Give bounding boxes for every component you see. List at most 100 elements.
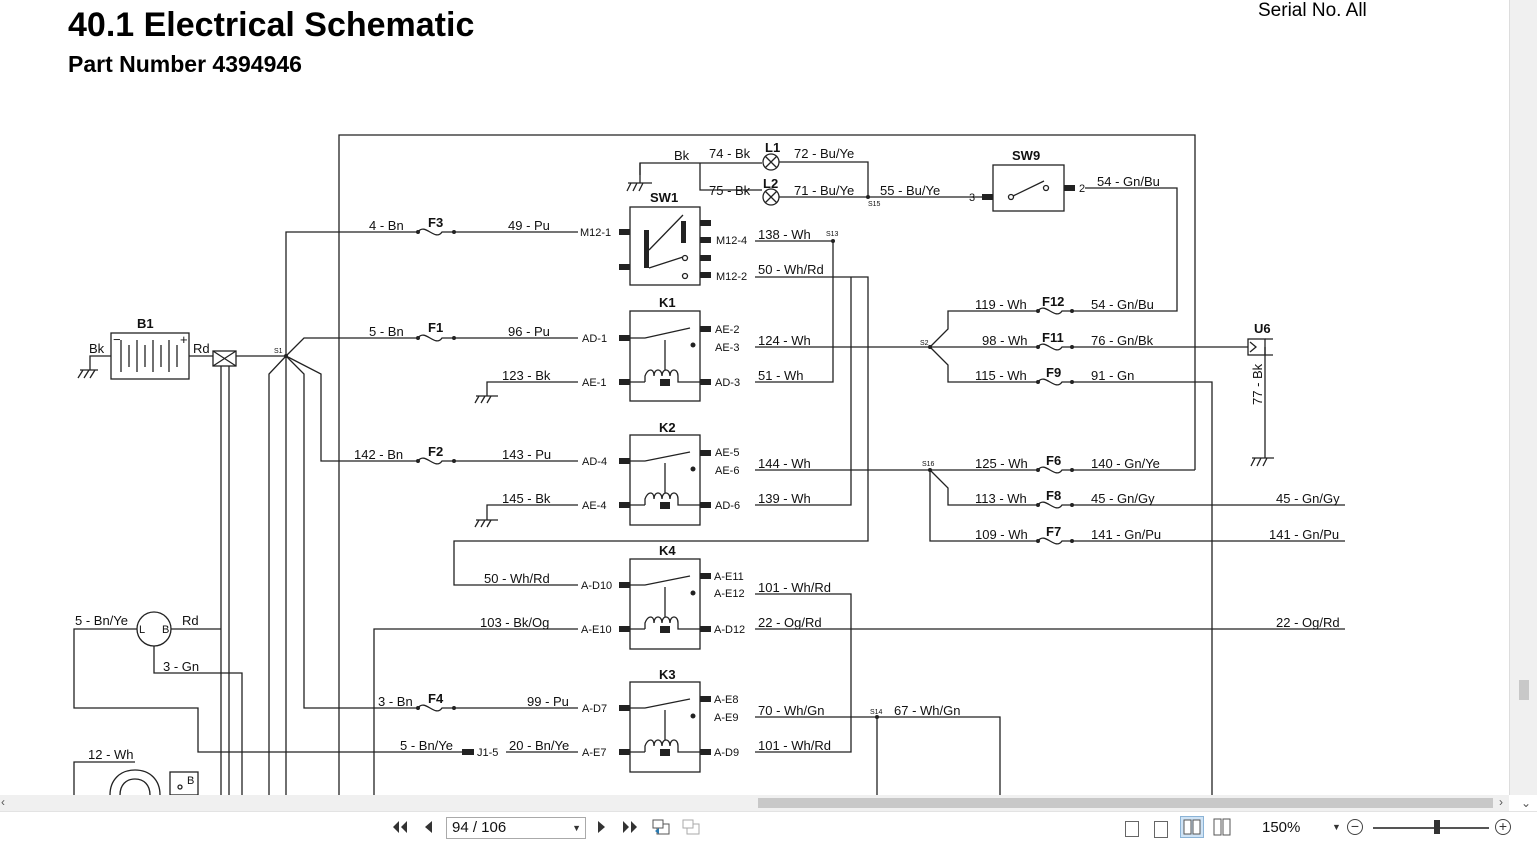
svg-text:72 - Bu/Ye: 72 - Bu/Ye — [794, 146, 854, 161]
continuous-view-icon[interactable] — [1154, 821, 1168, 838]
svg-text:F12: F12 — [1042, 294, 1064, 309]
scroll-left-icon[interactable]: ‹ — [1, 795, 5, 809]
svg-text:22 - Og/Rd: 22 - Og/Rd — [1276, 615, 1340, 630]
svg-text:3 - Bn: 3 - Bn — [378, 694, 413, 709]
svg-text:125 - Wh: 125 - Wh — [975, 456, 1028, 471]
svg-text:M12-1: M12-1 — [580, 227, 611, 239]
svg-text:12 - Wh: 12 - Wh — [88, 747, 134, 762]
ignition-switch: B — [109, 769, 199, 795]
facing-view-button[interactable] — [1180, 816, 1204, 838]
svg-text:3: 3 — [969, 192, 975, 204]
scroll-right-icon[interactable]: › — [1499, 795, 1503, 809]
svg-text:98 - Wh: 98 - Wh — [982, 333, 1028, 348]
scroll-down-icon[interactable]: ⌄ — [1521, 796, 1532, 810]
b1-label: B1 — [137, 316, 154, 331]
viewer-toolbar: 94 / 106 ▼ 150% ▼ − + — [0, 811, 1537, 843]
svg-text:K3: K3 — [659, 667, 676, 682]
svg-text:67 - Wh/Gn: 67 - Wh/Gn — [894, 703, 960, 718]
zoom-slider[interactable] — [1373, 827, 1489, 829]
svg-text:B: B — [162, 624, 169, 636]
plus-icon: + — [1498, 818, 1508, 834]
svg-text:75 - Bk: 75 - Bk — [709, 183, 751, 198]
go-back-view-button[interactable] — [650, 816, 672, 838]
zoom-chevron-icon[interactable]: ▼ — [1332, 822, 1341, 832]
svg-text:AE-2: AE-2 — [715, 324, 739, 336]
relay-k3: K3 — [619, 667, 711, 773]
svg-text:AD-4: AD-4 — [582, 456, 607, 468]
vertical-scrollbar[interactable] — [1509, 0, 1537, 795]
electrical-schematic: B1 + − Bk Rd S1 Bk 74 - Bk 75 - Bk L1 — [73, 134, 1345, 795]
back-view-icon — [652, 819, 670, 835]
svg-text:54 - Gn/Bu: 54 - Gn/Bu — [1091, 297, 1154, 312]
svg-text:96 - Pu: 96 - Pu — [508, 324, 550, 339]
svg-text:5 - Bn/Ye: 5 - Bn/Ye — [75, 613, 128, 628]
svg-text:139 - Wh: 139 - Wh — [758, 491, 811, 506]
svg-text:A-E7: A-E7 — [582, 747, 606, 759]
chevron-down-icon: ▼ — [572, 823, 581, 833]
svg-text:K2: K2 — [659, 420, 676, 435]
svg-text:119 - Wh: 119 - Wh — [975, 297, 1027, 312]
svg-text:S1: S1 — [274, 348, 283, 355]
first-page-button[interactable] — [389, 816, 411, 838]
svg-text:123 - Bk: 123 - Bk — [502, 368, 551, 383]
svg-text:SW9: SW9 — [1012, 148, 1040, 163]
page-select[interactable]: 94 / 106 ▼ — [446, 817, 586, 839]
svg-text:138 - Wh: 138 - Wh — [758, 227, 811, 242]
svg-text:K4: K4 — [659, 543, 676, 558]
horizontal-scroll-thumb[interactable] — [758, 798, 1493, 808]
last-page-button[interactable] — [619, 816, 641, 838]
continuous-facing-icon — [1213, 818, 1231, 836]
prev-page-icon — [425, 821, 432, 833]
relay-k2: K2 — [619, 420, 711, 526]
next-page-button[interactable] — [593, 816, 611, 838]
svg-text:+: + — [180, 332, 188, 347]
svg-text:140 - Gn/Ye: 140 - Gn/Ye — [1091, 456, 1160, 471]
svg-text:109 - Wh: 109 - Wh — [975, 527, 1028, 542]
switch-sw1: SW1 — [619, 190, 711, 286]
svg-text:AE-6: AE-6 — [715, 465, 739, 477]
switch-sw9: SW9 3 2 — [969, 148, 1085, 212]
svg-text:M12-2: M12-2 — [716, 271, 747, 283]
go-forward-view-button[interactable] — [680, 816, 702, 838]
part-number: Part Number 4394946 — [68, 51, 302, 77]
single-page-view-icon[interactable] — [1125, 821, 1139, 837]
svg-text:50 - Wh/Rd: 50 - Wh/Rd — [758, 262, 824, 277]
svg-text:54 - Gn/Bu: 54 - Gn/Bu — [1097, 174, 1160, 189]
zoom-slider-thumb[interactable] — [1433, 820, 1440, 834]
svg-text:F11: F11 — [1042, 330, 1064, 345]
continuous-facing-button[interactable] — [1211, 816, 1233, 838]
prev-page-button[interactable] — [419, 816, 437, 838]
svg-text:S15: S15 — [868, 201, 881, 208]
zoom-out-button[interactable]: − — [1347, 819, 1363, 835]
zoom-in-button[interactable]: + — [1495, 819, 1511, 835]
svg-text:L1: L1 — [765, 140, 780, 155]
relay-k1: K1 — [619, 295, 711, 402]
svg-text:L2: L2 — [763, 176, 778, 191]
svg-text:103 - Bk/Og: 103 - Bk/Og — [480, 615, 549, 630]
svg-text:F8: F8 — [1046, 488, 1061, 503]
svg-text:Rd: Rd — [193, 341, 210, 356]
relay-k4: K4 — [619, 543, 711, 650]
svg-text:Bk: Bk — [674, 148, 690, 163]
svg-text:AE-5: AE-5 — [715, 447, 739, 459]
svg-text:113 - Wh: 113 - Wh — [975, 491, 1027, 506]
svg-text:141 - Gn/Pu: 141 - Gn/Pu — [1269, 527, 1339, 542]
vertical-scroll-thumb[interactable] — [1519, 680, 1529, 700]
zoom-value[interactable]: 150% — [1262, 819, 1301, 836]
facing-pages-icon — [1183, 819, 1201, 835]
svg-text:45 - Gn/Gy: 45 - Gn/Gy — [1276, 491, 1340, 506]
svg-text:M12-4: M12-4 — [716, 235, 747, 247]
document-viewport: B1 + − Bk Rd S1 Bk 74 - Bk 75 - Bk L1 — [68, 0, 1367, 795]
svg-text:4 - Bn: 4 - Bn — [369, 218, 404, 233]
svg-text:3 - Gn: 3 - Gn — [163, 659, 199, 674]
svg-text:91 - Gn: 91 - Gn — [1091, 368, 1134, 383]
svg-text:F2: F2 — [428, 444, 443, 459]
svg-text:2: 2 — [1079, 183, 1085, 195]
svg-text:AD-3: AD-3 — [715, 377, 740, 389]
svg-text:50 - Wh/Rd: 50 - Wh/Rd — [484, 571, 550, 586]
lamp-l1: L1 — [762, 140, 780, 171]
svg-text:71 - Bu/Ye: 71 - Bu/Ye — [794, 183, 854, 198]
svg-text:AE-3: AE-3 — [715, 342, 739, 354]
svg-text:A-D10: A-D10 — [581, 580, 612, 592]
horizontal-scrollbar[interactable]: ‹ › — [0, 795, 1509, 811]
